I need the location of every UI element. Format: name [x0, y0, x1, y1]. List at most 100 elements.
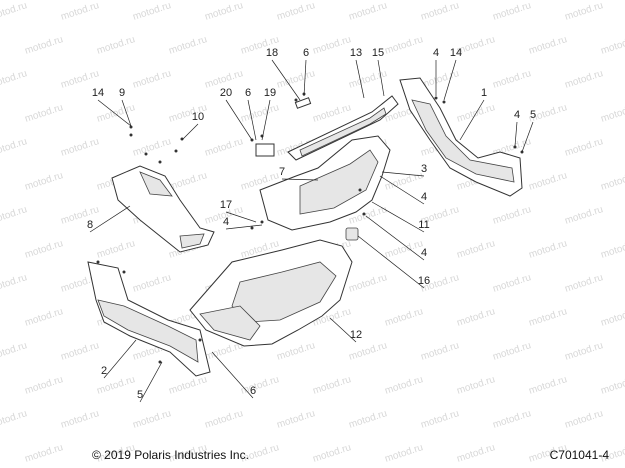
callout-number: 10 — [192, 111, 204, 123]
leader-line — [271, 59, 301, 101]
watermark-text: motod.ru — [528, 374, 569, 397]
leader-lines — [89, 59, 534, 403]
callout-number: 7 — [279, 166, 285, 178]
leader-line — [355, 59, 365, 99]
callout-number: 6 — [245, 87, 251, 99]
watermark-text: motod.ru — [96, 238, 137, 261]
watermark-text: motod.ru — [276, 408, 317, 431]
watermark-text: motod.ru — [564, 340, 605, 363]
watermark-text: motod.ru — [60, 340, 101, 363]
clip-18 — [294, 97, 312, 109]
leader-line — [377, 59, 385, 97]
watermark-text: motod.ru — [276, 0, 317, 23]
watermark-text: motod.ru — [348, 408, 389, 431]
leader-line — [357, 235, 425, 289]
leader-line — [365, 215, 425, 261]
callout-number: 4 — [433, 47, 439, 59]
watermark-text: motod.ru — [348, 0, 389, 23]
callout-number: 4 — [514, 109, 520, 121]
leader-line — [225, 211, 257, 223]
leader-line — [211, 351, 254, 399]
watermark-text: motod.ru — [204, 408, 245, 431]
watermark-text: motod.ru — [492, 340, 533, 363]
watermark-text: motod.ru — [312, 34, 353, 57]
callout-number: 3 — [421, 163, 427, 175]
watermark-text: motod.ru — [456, 306, 497, 329]
watermark-text: motod.ru — [492, 408, 533, 431]
watermark-text: motod.ru — [60, 0, 101, 23]
watermark-text: motod.ru — [24, 238, 65, 261]
watermark-text: motod.ru — [420, 340, 461, 363]
floor-pan — [189, 239, 353, 347]
watermark-text: motod.ru — [564, 408, 605, 431]
leader-line — [329, 317, 357, 343]
clip-19 — [255, 143, 275, 157]
leader-line — [381, 171, 425, 177]
callout-number: 2 — [101, 365, 107, 377]
watermark-text: motod.ru — [600, 102, 625, 125]
watermark-text: motod.ru — [348, 340, 389, 363]
callout-number: 6 — [303, 47, 309, 59]
watermark-text: motod.ru — [600, 170, 625, 193]
watermark-text: motod.ru — [312, 102, 353, 125]
callout-number: 9 — [119, 87, 125, 99]
watermark-text: motod.ru — [384, 306, 425, 329]
watermark-text: motod.ru — [600, 34, 625, 57]
watermark-text: motod.ru — [96, 374, 137, 397]
leader-line — [514, 121, 518, 147]
watermark-text: motod.ru — [240, 102, 281, 125]
callout-number: 11 — [418, 219, 429, 231]
center-console — [259, 135, 391, 231]
watermark-text: motod.ru — [132, 272, 173, 295]
callout-number: 4 — [421, 191, 427, 203]
left-rocker-panel — [87, 261, 211, 377]
copyright-text: © 2019 Polaris Industries Inc. — [92, 448, 249, 462]
callout-number: 16 — [418, 275, 430, 287]
watermark-text: motod.ru — [312, 374, 353, 397]
watermark-text: motod.ru — [528, 170, 569, 193]
watermark-text: motod.ru — [564, 68, 605, 91]
watermark-text: motod.ru — [0, 136, 28, 159]
watermark-text: motod.ru — [132, 0, 173, 23]
watermark-text: motod.ru — [168, 34, 209, 57]
leader-line — [181, 123, 199, 141]
watermark-text: motod.ru — [420, 408, 461, 431]
callout-number: 13 — [350, 47, 362, 59]
figure-code: C701041-4 — [549, 448, 609, 462]
watermark-text: motod.ru — [600, 306, 625, 329]
watermark-text: motod.ru — [24, 34, 65, 57]
callout-number: 4 — [421, 247, 427, 259]
callout-number: 12 — [350, 329, 362, 341]
watermark-text: motod.ru — [24, 102, 65, 125]
watermark-text: motod.ru — [0, 204, 28, 227]
bulkhead-strip — [287, 95, 399, 161]
watermark-text: motod.ru — [564, 0, 605, 23]
watermark-text: motod.ru — [492, 272, 533, 295]
callout-number: 17 — [220, 199, 232, 211]
leader-line — [261, 99, 271, 141]
watermark-text: motod.ru — [24, 442, 65, 465]
callout-number: 14 — [450, 47, 462, 59]
watermark-text: motod.ru — [96, 34, 137, 57]
callout-number: 18 — [266, 47, 278, 59]
leader-line — [225, 99, 253, 141]
watermark-text: motod.ru — [0, 0, 28, 23]
leader-line — [459, 99, 485, 141]
watermark-text: motod.ru — [24, 374, 65, 397]
watermark-text: motod.ru — [60, 408, 101, 431]
leader-line — [371, 201, 425, 233]
watermark-text: motod.ru — [60, 204, 101, 227]
watermark-text: motod.ru — [564, 204, 605, 227]
watermark-text: motod.ru — [456, 374, 497, 397]
watermark-text: motod.ru — [312, 442, 353, 465]
watermark-text: motod.ru — [384, 170, 425, 193]
callout-number: 14 — [92, 87, 104, 99]
watermark-text: motod.ru — [96, 102, 137, 125]
watermark-text: motod.ru — [204, 0, 245, 23]
watermark-text: motod.ru — [420, 0, 461, 23]
watermark-text: motod.ru — [276, 68, 317, 91]
leader-line — [443, 59, 457, 101]
